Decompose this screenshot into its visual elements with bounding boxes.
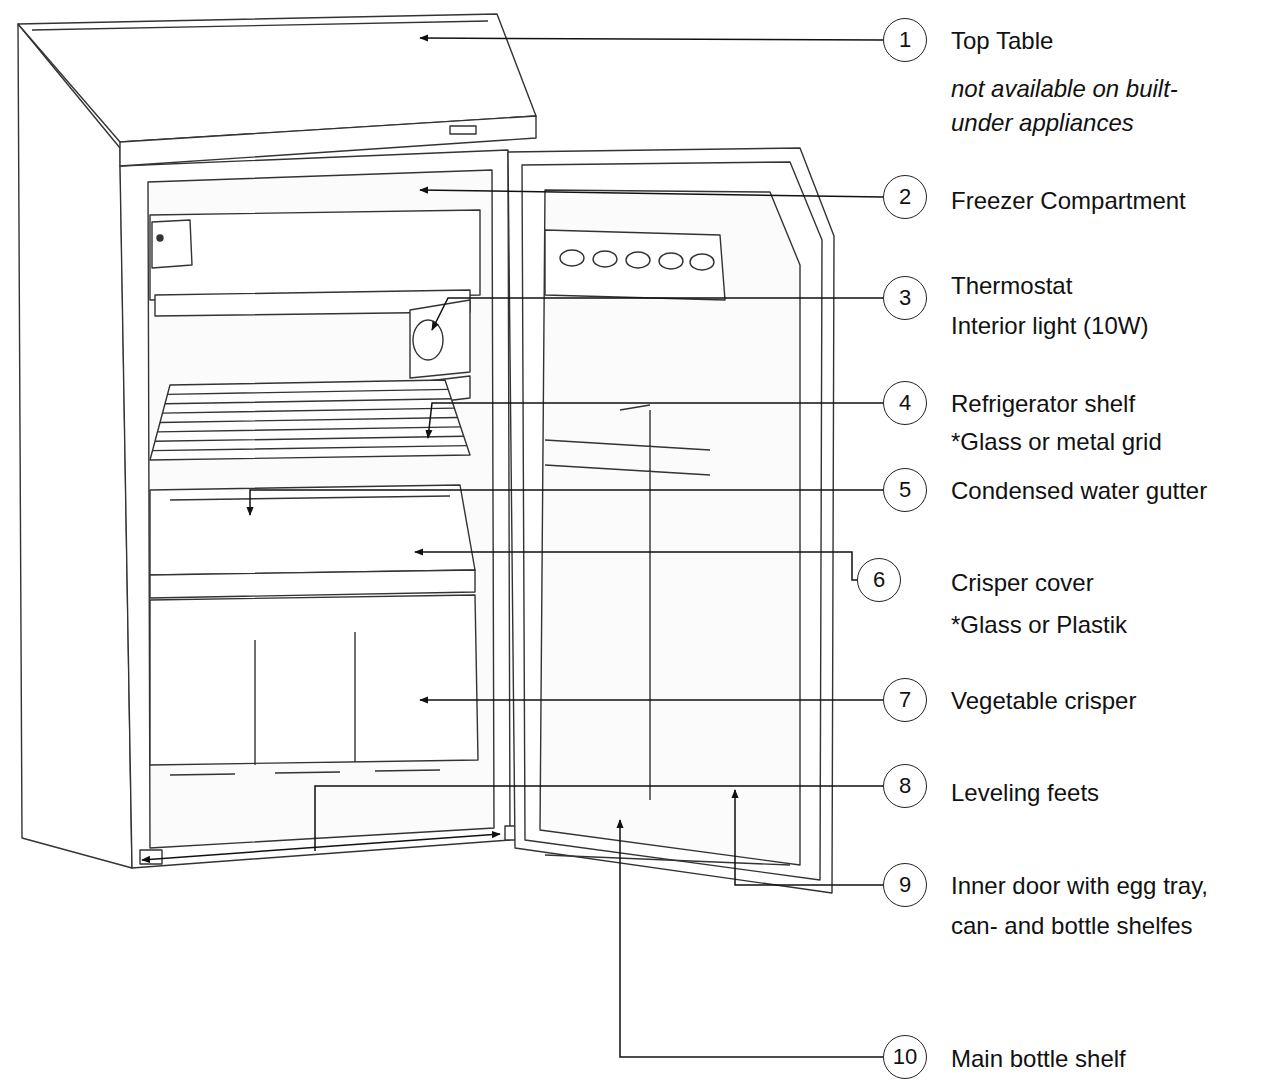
crisper-dividers bbox=[255, 632, 355, 765]
thermostat-knob bbox=[413, 320, 443, 360]
width-arrow bbox=[142, 834, 500, 860]
callout-circle: 7Vegetable crisper bbox=[883, 678, 927, 722]
callout-number: 1 bbox=[884, 19, 926, 61]
callout-circle: 10Main bottle shelf bbox=[883, 1035, 927, 1079]
callout-circle: 8Leveling feets bbox=[883, 764, 927, 808]
shelf-grid bbox=[153, 389, 467, 450]
part-label-group: Refrigerator shelf*Glass or metal grid bbox=[951, 384, 1162, 460]
callout-circle: 2Freezer Compartment bbox=[883, 175, 927, 219]
leader-line bbox=[415, 552, 857, 580]
part-name: Inner door with egg tray, can- and bottl… bbox=[951, 866, 1251, 946]
freezer-box bbox=[150, 210, 480, 300]
callout-circle: 1Top Tablenot available on built-under a… bbox=[883, 18, 927, 62]
callout-circle: 9Inner door with egg tray, can- and bott… bbox=[883, 863, 927, 907]
egg-cup bbox=[560, 250, 584, 266]
egg-cup bbox=[593, 251, 617, 267]
part-label-group: Freezer Compartment bbox=[951, 181, 1186, 221]
cabinet-front bbox=[120, 150, 510, 868]
water-gutter bbox=[170, 496, 450, 500]
part-note: *Glass or metal grid bbox=[951, 424, 1162, 460]
leader-line bbox=[428, 403, 883, 438]
shelf-frame bbox=[150, 380, 470, 460]
part-note: *Glass or Plastik bbox=[951, 603, 1127, 647]
crisper-feet bbox=[170, 770, 440, 775]
leader-lines bbox=[142, 38, 883, 1057]
part-name: Main bottle shelf bbox=[951, 1039, 1126, 1079]
top-table-rim bbox=[32, 21, 488, 30]
egg-cup bbox=[690, 254, 714, 270]
part-label-group: ThermostatInterior light (10W) bbox=[951, 266, 1148, 346]
part-note: Interior light (10W) bbox=[951, 306, 1148, 346]
leader-line bbox=[432, 298, 883, 330]
part-label-group: Leveling feets bbox=[951, 773, 1099, 813]
callout-number: 7 bbox=[884, 679, 926, 721]
leader-line bbox=[620, 820, 883, 1057]
callout-circle: 5Condensed water gutter bbox=[883, 468, 927, 512]
part-label-group: Condensed water gutter bbox=[951, 471, 1207, 511]
leader-line bbox=[420, 699, 883, 701]
callout-circle: 6Crisper cover*Glass or Plastik bbox=[857, 558, 901, 602]
part-label-group: Inner door with egg tray, can- and bottl… bbox=[951, 866, 1251, 946]
part-name: Crisper cover bbox=[951, 563, 1127, 603]
part-label-group: Crisper cover*Glass or Plastik bbox=[951, 563, 1127, 647]
crisper-cover-lip bbox=[150, 570, 475, 598]
top-table-edge bbox=[120, 116, 536, 166]
callout-number: 10 bbox=[884, 1036, 926, 1078]
leader-line bbox=[420, 38, 883, 40]
part-name: Condensed water gutter bbox=[951, 471, 1207, 511]
part-name: Thermostat bbox=[951, 266, 1148, 306]
callout-number: 5 bbox=[884, 469, 926, 511]
part-name: Leveling feets bbox=[951, 773, 1099, 813]
part-label-group: Main bottle shelf bbox=[951, 1039, 1126, 1079]
door-gasket bbox=[522, 162, 822, 880]
part-label-group: Vegetable crisper bbox=[951, 681, 1136, 721]
top-badge bbox=[450, 126, 476, 134]
part-name: Top Table bbox=[951, 21, 1236, 61]
callout-number: 8 bbox=[884, 765, 926, 807]
callout-circle: 4Refrigerator shelf*Glass or metal grid bbox=[883, 381, 927, 425]
callout-number: 3 bbox=[884, 277, 926, 319]
callout-number: 4 bbox=[884, 382, 926, 424]
crisper-cover bbox=[150, 485, 475, 575]
leader-line bbox=[250, 490, 883, 515]
door-bars bbox=[545, 405, 790, 865]
callout-number: 9 bbox=[884, 864, 926, 906]
leader-line bbox=[735, 790, 883, 885]
part-name: Refrigerator shelf bbox=[951, 384, 1162, 424]
side-panel bbox=[18, 24, 132, 868]
part-note: not available on built-under appliances bbox=[951, 72, 1236, 140]
thermostat-housing bbox=[410, 300, 470, 378]
freezer-dot bbox=[157, 235, 163, 241]
door-liner bbox=[540, 190, 800, 865]
egg-cup bbox=[626, 252, 650, 268]
egg-cup bbox=[659, 253, 683, 269]
leveling-foot bbox=[140, 850, 162, 864]
inner-cavity bbox=[148, 170, 494, 848]
part-name: Freezer Compartment bbox=[951, 181, 1186, 221]
part-name: Vegetable crisper bbox=[951, 681, 1136, 721]
callout-circle: 3ThermostatInterior light (10W) bbox=[883, 276, 927, 320]
fridge-body bbox=[18, 14, 834, 893]
callout-number: 6 bbox=[858, 559, 900, 601]
door-outer bbox=[508, 148, 834, 893]
part-label-group: Top Table not available on built-under ap… bbox=[951, 21, 1236, 140]
leader-line bbox=[420, 190, 883, 197]
vegetable-crisper bbox=[150, 595, 478, 765]
callout-number: 2 bbox=[884, 176, 926, 218]
freezer-cylinder bbox=[152, 220, 192, 268]
egg-tray bbox=[545, 230, 725, 300]
